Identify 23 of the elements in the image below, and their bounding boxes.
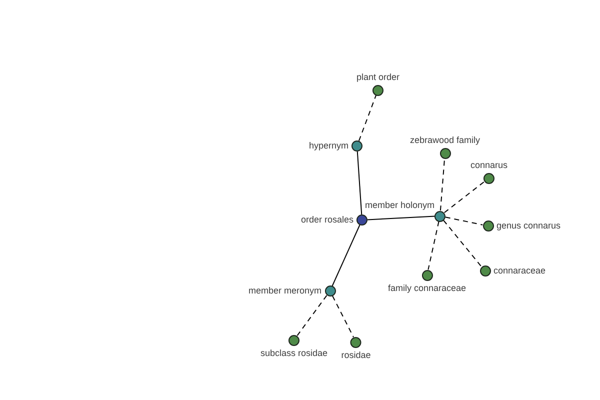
- dashed-connector: [358, 94, 377, 142]
- node-label: connarus: [470, 160, 508, 170]
- node-label: connaraceae: [494, 266, 546, 276]
- dashed-connector: [442, 220, 482, 268]
- connector-line: [367, 216, 435, 220]
- node-label: member meronym: [248, 286, 322, 296]
- node-label: order rosales: [300, 214, 354, 226]
- node-label: member holonym: [364, 200, 434, 210]
- dashed-connector: [332, 295, 354, 338]
- dashed-connector: [440, 158, 446, 212]
- dashed-connector: [296, 294, 328, 336]
- node-label: zebrawood family: [410, 134, 480, 146]
- node-label: subclass rosidae: [260, 348, 328, 358]
- node-label: family connaraceae: [388, 282, 466, 294]
- connector-line: [332, 224, 360, 286]
- node-label: hypernym: [308, 140, 348, 152]
- node-label: genus connarus: [496, 220, 561, 232]
- node-label: rosidae: [341, 350, 371, 360]
- dashed-connector: [444, 216, 484, 226]
- dashed-connector: [444, 180, 486, 214]
- connector-line: [356, 150, 362, 216]
- dashed-connector: [428, 220, 440, 270]
- node-label: plant order: [356, 72, 400, 82]
